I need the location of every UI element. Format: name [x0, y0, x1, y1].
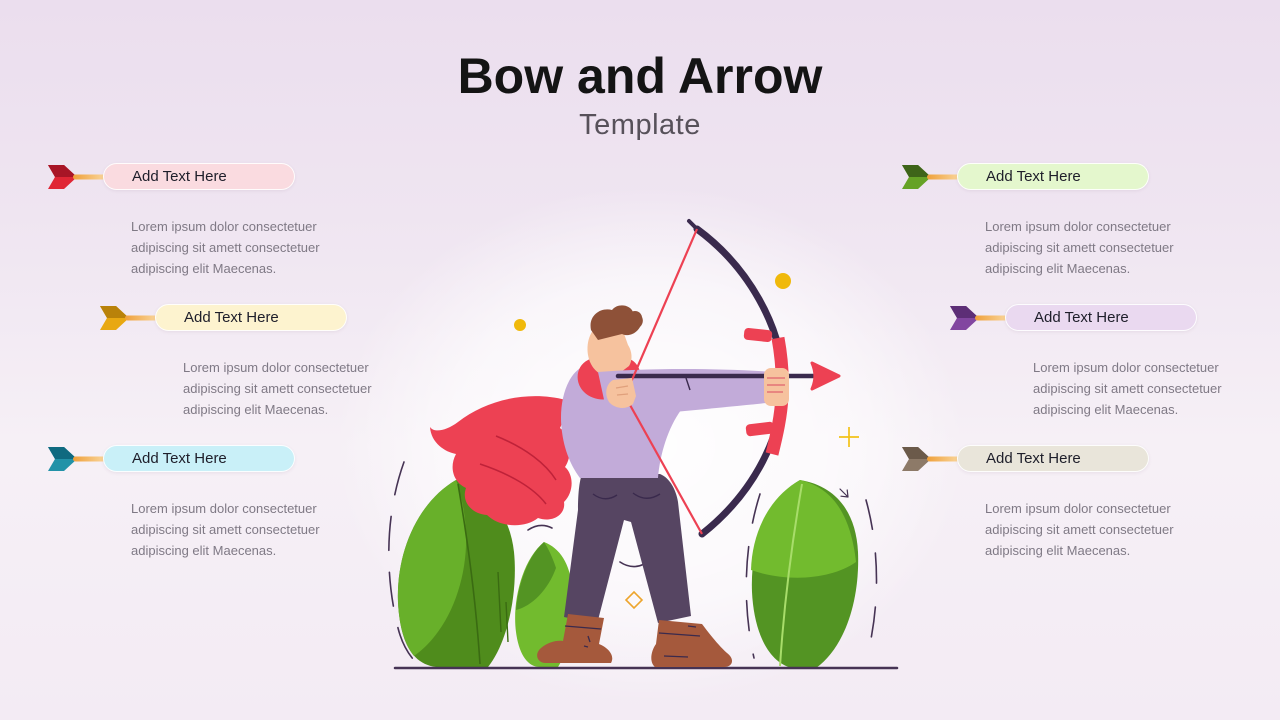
pants [564, 474, 691, 624]
pill-label: Add Text Here [132, 168, 227, 185]
pill-label: Add Text Here [986, 168, 1081, 185]
callout-bottom-left: Add Text Here Lorem ipsum dolor consecte… [47, 445, 357, 575]
right-boot [651, 620, 733, 667]
add-text-pill[interactable]: Add Text Here [155, 304, 347, 331]
callout-middle-left: Add Text Here Lorem ipsum dolor consecte… [99, 304, 409, 434]
pill-label: Add Text Here [184, 309, 279, 326]
arrow-icon [48, 447, 121, 471]
yellow-dot-right [775, 273, 791, 289]
diamond-sparkle [624, 590, 644, 610]
red-cape [430, 396, 572, 526]
callout-top-right: Add Text Here Lorem ipsum dolor consecte… [901, 163, 1211, 293]
callout-bottom-right: Add Text Here Lorem ipsum dolor consecte… [901, 445, 1211, 575]
sparkles [514, 273, 859, 610]
archer [537, 305, 776, 667]
head [587, 328, 632, 377]
callout-middle-right: Add Text Here Lorem ipsum dolor consecte… [949, 304, 1259, 434]
pill-label: Add Text Here [986, 450, 1081, 467]
left-boot [537, 614, 613, 663]
right-bush [751, 480, 859, 668]
plus-sparkle [839, 427, 859, 447]
pill-label: Add Text Here [1034, 309, 1129, 326]
page-title: Bow and Arrow [457, 48, 823, 104]
left-bush [397, 480, 573, 667]
motion-dashes [388, 461, 878, 667]
add-text-pill[interactable]: Add Text Here [957, 445, 1149, 472]
callout-top-left: Add Text Here Lorem ipsum dolor consecte… [47, 163, 357, 293]
add-text-pill[interactable]: Add Text Here [957, 163, 1149, 190]
hands [606, 368, 789, 408]
add-text-pill[interactable]: Add Text Here [1005, 304, 1197, 331]
yellow-dot-left [514, 319, 526, 331]
add-text-pill[interactable]: Add Text Here [103, 163, 295, 190]
archer-illustration [388, 219, 899, 670]
bow-arm [598, 369, 776, 418]
page-subtitle: Template [579, 108, 701, 141]
add-text-pill[interactable]: Add Text Here [103, 445, 295, 472]
pill-label: Add Text Here [132, 450, 227, 467]
